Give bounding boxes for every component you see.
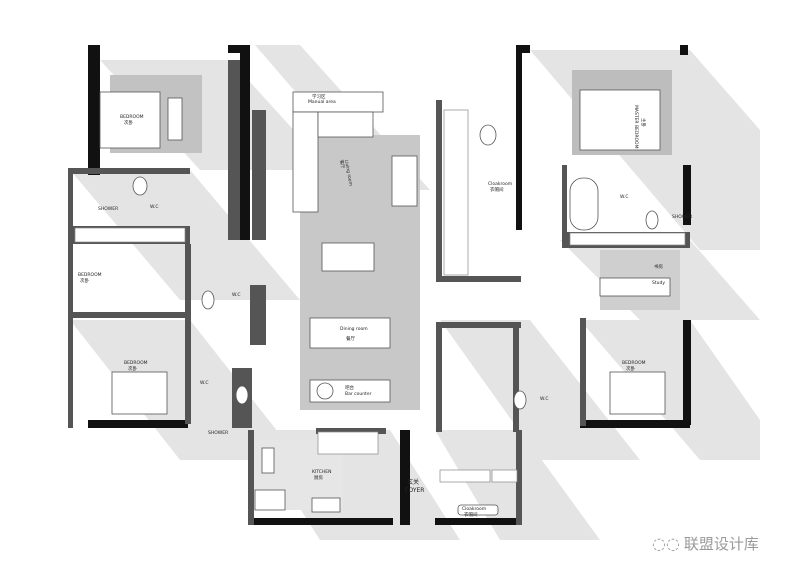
label-bar-counter-cn: 吧台 <box>345 384 354 391</box>
label-shower-master: SHOWER <box>672 214 692 220</box>
label-foyer-en: FOYER <box>405 487 424 494</box>
bench-nw <box>167 97 183 141</box>
label-wc-master: W.C <box>620 194 629 200</box>
sofa-right <box>391 155 418 207</box>
label-study-area-en: Manual area <box>308 99 336 105</box>
cooktop <box>311 497 341 513</box>
watermark: ◌◌ 联盟设计库 <box>652 533 759 554</box>
label-study-en: Study <box>652 280 665 286</box>
wechat-icon: ◌◌ <box>652 534 680 553</box>
label-bedroom-se-cn: 次卧 <box>626 365 635 372</box>
dining-table <box>309 317 391 349</box>
label-cloakroom-entry-cn: 衣帽间 <box>464 511 478 518</box>
label-kitchen-cn: 厨房 <box>314 474 323 481</box>
label-foyer-cn: 玄关 <box>407 478 419 486</box>
label-wc-sw: W.C <box>200 380 209 386</box>
ottomans <box>321 242 375 272</box>
room-labels: BEDROOM 次卧 SHOWER W.C BEDROOM 次卧 W.C BED… <box>78 93 692 518</box>
master-bed <box>579 89 661 151</box>
label-bedroom-w: BEDROOM <box>78 272 102 278</box>
label-shower-sw: SHOWER <box>208 430 228 436</box>
kitchen-sink <box>254 489 286 511</box>
label-master-bedroom-cn: 主卧 <box>640 118 647 127</box>
furniture <box>99 89 671 516</box>
bed-se <box>609 371 666 415</box>
label-bedroom-nw-cn: 次卧 <box>124 119 133 126</box>
cloakroom-bench <box>457 504 499 516</box>
watermark-text: 联盟设计库 <box>683 535 759 553</box>
label-living-room-cn: 客厅 <box>338 159 347 170</box>
label-bedroom-sw: BEDROOM <box>124 360 148 366</box>
bathtub <box>569 177 599 231</box>
label-cloakroom-entry: Cloakroom <box>462 506 486 512</box>
label-bedroom-sw-cn: 次卧 <box>128 365 137 372</box>
label-bar-counter-en: Bar counter <box>345 391 372 397</box>
study-desk <box>292 91 384 113</box>
label-bedroom-se: BEDROOM <box>622 360 646 366</box>
exterior-walls <box>88 45 691 525</box>
label-study-area-cn: 学习区 <box>312 93 326 100</box>
wardrobes <box>74 109 686 483</box>
label-dining-room: Dining room <box>340 326 368 332</box>
sofa-left <box>292 111 319 213</box>
label-cloakroom-center: Cloakroom <box>488 181 512 187</box>
label-wc-se: W.C <box>540 396 549 402</box>
bed-nw <box>99 91 161 149</box>
label-kitchen: KITCHEN <box>312 469 332 475</box>
label-master-bedroom: MASTER BEDROOM <box>633 105 639 149</box>
label-shower-nw: SHOWER <box>98 206 118 212</box>
bed-sw <box>111 371 168 415</box>
label-study-cn: 书房 <box>654 263 663 270</box>
label-bedroom-w-cn: 次卧 <box>80 277 89 284</box>
label-bedroom-nw: BEDROOM <box>120 114 144 120</box>
study-desk-se <box>599 277 671 297</box>
label-living-room: Living room <box>343 159 354 186</box>
label-wc-nw: W.C <box>150 204 159 210</box>
label-cloakroom-center-cn: 衣帽间 <box>490 186 504 193</box>
kitchen-sink-left <box>261 447 275 474</box>
label-wc-w: W.C <box>232 292 241 298</box>
label-dining-room-cn: 餐厅 <box>346 335 355 342</box>
